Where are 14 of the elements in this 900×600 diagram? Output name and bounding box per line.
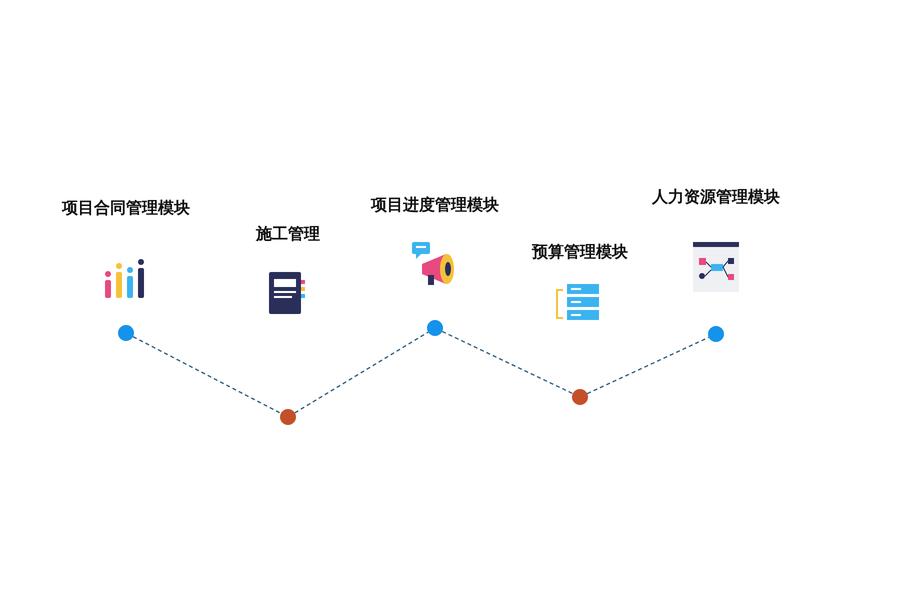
milestone — [256, 224, 320, 425]
milestone — [371, 195, 499, 336]
milestone-title: 预算管理模块 — [532, 242, 628, 263]
milestone — [532, 242, 628, 405]
milestone-title: 施工管理 — [256, 224, 320, 245]
dashed-connector — [586, 336, 710, 394]
milestone — [62, 198, 190, 341]
milestone-title: 项目进度管理模块 — [371, 195, 499, 216]
dashed-connector — [442, 330, 574, 394]
milestone-title: 项目合同管理模块 — [62, 198, 190, 219]
dashed-connector — [294, 332, 428, 414]
milestone-title: 人力资源管理模块 — [652, 187, 780, 208]
milestone — [652, 187, 780, 342]
dashed-connector — [132, 336, 282, 414]
